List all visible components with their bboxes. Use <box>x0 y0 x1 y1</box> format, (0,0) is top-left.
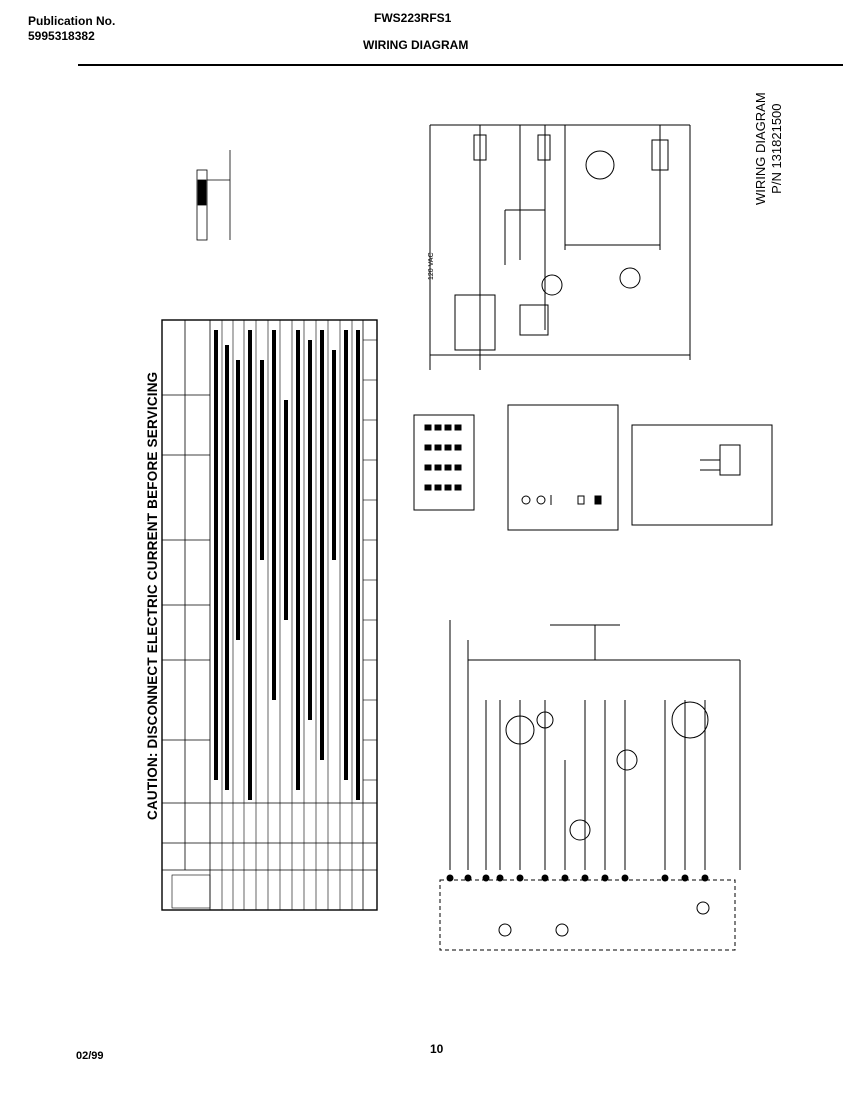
supply-voltage-label: 120 VAC <box>428 253 435 281</box>
timer-sequence-chart <box>161 319 378 911</box>
connector-block <box>413 414 475 511</box>
service-cord-detail <box>631 424 773 526</box>
publication-label: Publication No. <box>28 14 116 28</box>
schematic-upper <box>429 124 691 370</box>
publication-header: Publication No. 5995318382 <box>28 14 115 44</box>
page-number: 10 <box>430 1042 444 1056</box>
header-rule <box>78 64 843 66</box>
schematic-lower <box>439 620 741 951</box>
model-number: FWS223RFS1 <box>374 11 452 25</box>
wiring-codes-legend <box>507 404 619 531</box>
timer-speed-graph <box>196 150 231 241</box>
page-title: WIRING DIAGRAM <box>363 38 469 52</box>
footer-date: 02/99 <box>76 1050 104 1062</box>
publication-number: 5995318382 <box>28 29 95 43</box>
